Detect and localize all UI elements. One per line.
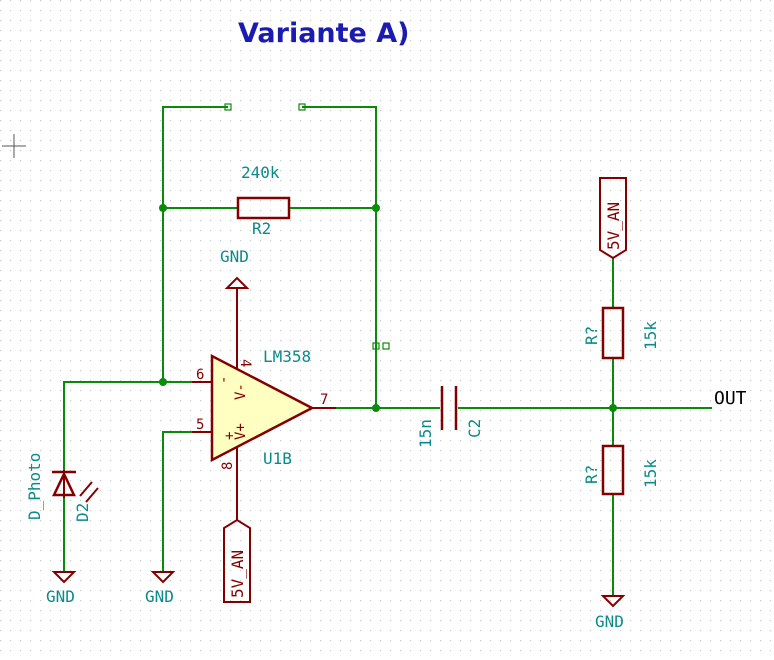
resistor-r2-body — [236, 196, 291, 220]
junction-dot — [372, 204, 380, 212]
power-label: 5V_AN — [604, 202, 623, 250]
power-5v-divider[interactable]: 5V_AN — [599, 177, 627, 260]
opamp-ref: U1B — [263, 449, 292, 468]
photodiode-d2[interactable]: D_Photo D2 — [25, 453, 99, 522]
resistor-ref: R? — [582, 326, 601, 345]
resistor-r2-value: 240k — [241, 163, 280, 182]
sheet-title: Variante A) — [238, 18, 410, 49]
opamp-pin-number: 6 — [196, 367, 204, 383]
wire-inv-input — [63, 381, 192, 470]
opamp-minus-sign: - — [216, 376, 232, 384]
wire-left-vertical — [162, 106, 228, 382]
resistor-r2-ref: R2 — [252, 219, 271, 238]
opamp-u1b[interactable]: 6 5 7 4 8 - + V- V+ LM358 U1B — [192, 288, 336, 520]
resistor-body — [601, 306, 625, 360]
opamp-pin-number: 5 — [196, 417, 204, 433]
power-flag-icon — [223, 518, 251, 603]
opamp-triangle — [210, 353, 315, 463]
wire-noninv-gnd — [162, 431, 192, 572]
gnd-label: GND — [145, 587, 174, 606]
resistor-divider-top[interactable]: R? 15k — [582, 306, 660, 360]
gnd-label: GND — [595, 612, 624, 631]
resistor-ref: R? — [582, 465, 601, 484]
gnd-label: GND — [220, 247, 249, 266]
opamp-pin-number: 8 — [220, 462, 236, 470]
gnd-label: GND — [46, 587, 75, 606]
photodiode-ref: D2 — [73, 503, 92, 522]
resistor-body — [601, 444, 625, 496]
photodiode-triangle-icon — [52, 471, 76, 497]
output-net-label: OUT — [714, 388, 747, 409]
resistor-r2[interactable]: 240k R2 — [236, 163, 291, 238]
opamp-vplus-label: V+ — [233, 423, 249, 440]
ground-icon — [150, 571, 176, 584]
ground-icon — [51, 571, 77, 584]
capacitor-c2[interactable]: 15n C2 — [416, 386, 484, 448]
unconnected-end-marker — [224, 103, 232, 111]
capacitor-ref: C2 — [465, 419, 484, 438]
wire-right-vertical — [302, 106, 377, 408]
junction-dot — [372, 404, 380, 412]
opamp-pin-number: 4 — [237, 359, 253, 367]
power-label: 5V_AN — [228, 550, 247, 598]
resistor-value: 15k — [641, 321, 660, 350]
power-flag-icon — [599, 177, 627, 260]
power-5v-opamp[interactable]: 5V_AN — [223, 518, 251, 603]
gnd-symbol-noninv[interactable]: GND — [145, 571, 176, 606]
opamp-plus-sign: + — [222, 432, 238, 440]
photodiode-value: D_Photo — [25, 453, 44, 520]
light-arrow-icon — [79, 481, 93, 497]
resistor-divider-bottom[interactable]: R? 15k — [582, 444, 660, 496]
ground-icon — [224, 276, 250, 289]
capacitor-value: 15n — [416, 419, 435, 448]
opamp-value: LM358 — [263, 347, 311, 366]
unconnected-end-marker — [382, 342, 390, 350]
resistor-value: 15k — [641, 459, 660, 488]
unconnected-end-marker — [298, 103, 306, 111]
opamp-pin-number: 7 — [320, 392, 328, 408]
light-arrow-icon — [85, 487, 99, 503]
junction-dot — [609, 404, 617, 412]
gnd-symbol-diode[interactable]: GND — [46, 571, 77, 606]
gnd-symbol-opamp[interactable]: GND — [220, 247, 250, 289]
opamp-vminus-label: V- — [233, 383, 249, 400]
crosshair-cursor-icon — [2, 134, 26, 158]
gnd-symbol-divider[interactable]: GND — [595, 595, 626, 631]
wires — [63, 106, 712, 596]
ground-icon — [600, 595, 626, 608]
junction-dot — [159, 204, 167, 212]
junction-dot — [159, 378, 167, 386]
unconnected-end-marker — [372, 342, 380, 350]
